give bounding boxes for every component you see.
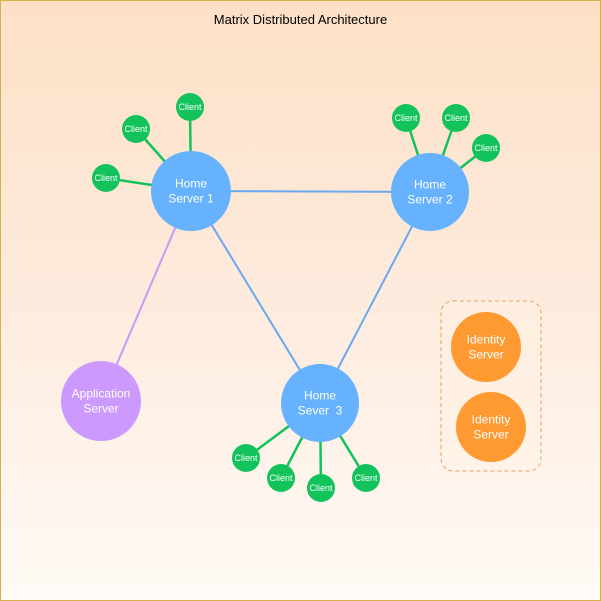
client-node-label: Client <box>94 173 118 183</box>
client-node-shape <box>307 474 335 502</box>
client-node[interactable]: Client <box>442 104 470 132</box>
client-node-shape <box>232 444 260 472</box>
home-server-3-shape <box>281 364 359 442</box>
home-server-2-label: Home <box>414 178 446 192</box>
identity-server-2-shape <box>456 392 526 462</box>
client-node[interactable]: Client <box>267 464 295 492</box>
client-node-label: Client <box>234 453 258 463</box>
application-server-shape <box>61 361 141 441</box>
client-node-label: Client <box>444 113 468 123</box>
client-node-shape <box>92 164 120 192</box>
client-node[interactable]: Client <box>92 164 120 192</box>
client-node[interactable]: Client <box>232 444 260 472</box>
client-node-label: Client <box>124 124 148 134</box>
client-node-label: Client <box>354 473 378 483</box>
client-node-shape <box>176 93 204 121</box>
home-server-1-shape <box>151 151 231 231</box>
client-node-shape <box>392 104 420 132</box>
client-node-label: Client <box>178 102 202 112</box>
identity-server-1-label: Identity <box>467 333 506 347</box>
client-node-shape <box>267 464 295 492</box>
client-node[interactable]: Client <box>472 134 500 162</box>
identity-server-1-label: Server <box>468 348 503 362</box>
home-server-1-label: Home <box>175 177 207 191</box>
client-node-shape <box>122 115 150 143</box>
client-node[interactable]: Client <box>352 464 380 492</box>
client-node-label: Client <box>309 483 333 493</box>
client-node-shape <box>472 134 500 162</box>
client-node-label: Client <box>474 143 498 153</box>
server-link <box>190 190 321 404</box>
home-server-3-label: Home <box>304 389 336 403</box>
identity-server-1-shape <box>451 312 521 382</box>
client-node[interactable]: Client <box>392 104 420 132</box>
client-node[interactable]: Client <box>176 93 204 121</box>
client-node-shape <box>352 464 380 492</box>
home-server-2-label: Server 2 <box>407 193 453 207</box>
client-node[interactable]: Client <box>122 115 150 143</box>
diagram-title: Matrix Distributed Architecture <box>213 12 388 27</box>
client-node[interactable]: Client <box>307 474 335 502</box>
client-node-label: Client <box>269 473 293 483</box>
application-server-label: Application <box>72 387 131 401</box>
client-node-label: Client <box>394 113 418 123</box>
client-node-shape <box>442 104 470 132</box>
identity-server-2-label: Server <box>473 428 508 442</box>
identity-server-2-label: Identity <box>472 413 511 427</box>
home-server-2-shape <box>391 153 469 231</box>
home-server-1-label: Server 1 <box>168 192 214 206</box>
server-link <box>319 191 431 404</box>
home-server-3-label: Sever 3 <box>298 404 343 418</box>
application-server-label: Server <box>83 402 118 416</box>
